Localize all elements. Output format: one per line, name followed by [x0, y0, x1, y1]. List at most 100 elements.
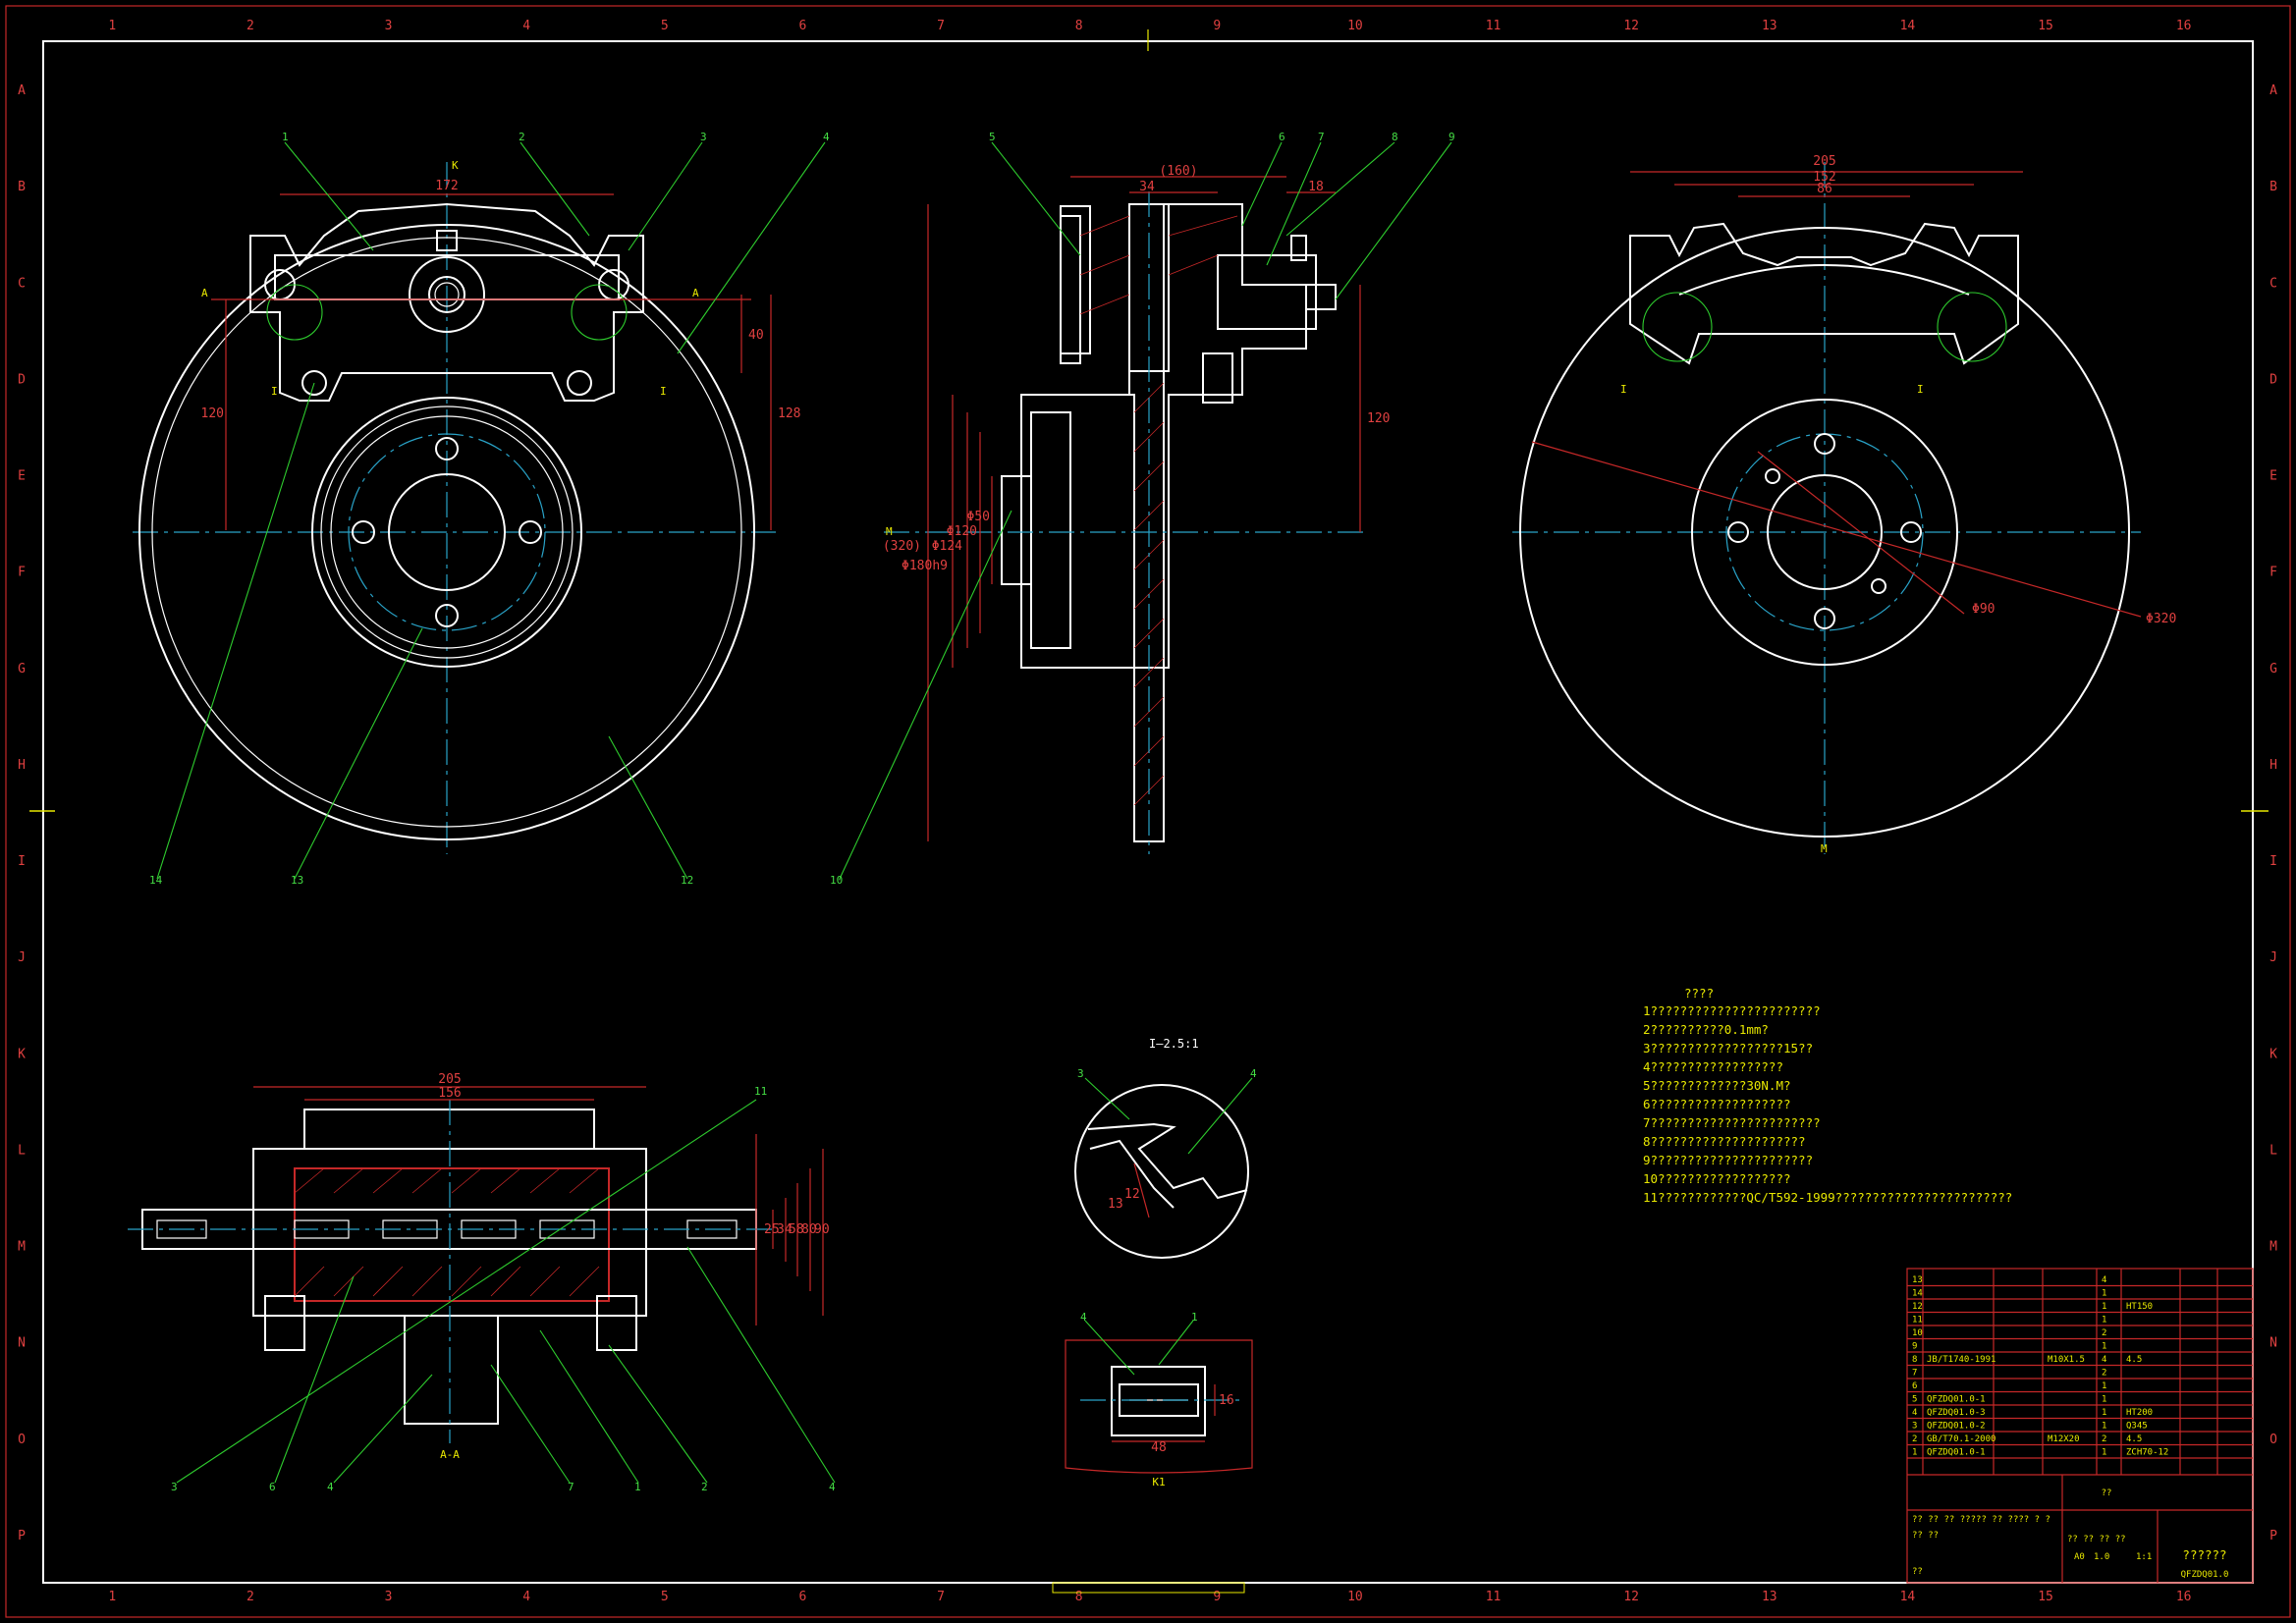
border-row-left-N: N — [18, 1336, 26, 1351]
border-row-right-H: H — [2269, 758, 2277, 773]
side-balloon-9: 9 — [1449, 131, 1455, 143]
bom-row-3-cell-5: Q345 — [2126, 1422, 2148, 1432]
border-row-right-F: F — [2269, 566, 2277, 580]
front-balloon-13: 13 — [291, 874, 303, 887]
title-block-row-2: ?? ?? — [1912, 1531, 1939, 1541]
tech-note-10: 10?????????????????? — [1643, 1171, 1791, 1186]
border-column-labels: 1122334455667788991010111112121313141415… — [108, 19, 2191, 1604]
border-col-bottom-6: 6 — [799, 1590, 807, 1604]
detail-k-dim-16: 16 — [1219, 1393, 1234, 1408]
side-dim-phi50: Φ50 — [967, 510, 990, 524]
border-col-top-10: 10 — [1347, 19, 1363, 33]
side-dim-18: 18 — [1308, 180, 1324, 194]
outer-frame — [5, 5, 2291, 1618]
detail-i-view — [1074, 1077, 1253, 1259]
detail-k-balloon-4: 4 — [1080, 1311, 1087, 1324]
side-balloon-6: 6 — [1279, 131, 1285, 143]
bom-row-12-cell-5: HT150 — [2126, 1302, 2153, 1312]
drawing-title: ?????? — [2182, 1547, 2226, 1562]
title-block-row-3: ?? ?? ?? ?? — [2067, 1535, 2126, 1544]
bom-row-4-cell-1: QFZDQ01.0-3 — [1927, 1408, 1986, 1418]
border-row-right-M: M — [2269, 1240, 2277, 1255]
bom-row-8-cell-1: JB/T1740-1991 — [1927, 1355, 1995, 1365]
section-dim-34: 34 — [777, 1222, 793, 1237]
title-block — [1906, 1268, 2254, 1584]
section-dim-80: 80 — [801, 1222, 817, 1237]
border-row-right-E: E — [2269, 469, 2277, 484]
border-row-left-H: H — [18, 758, 26, 773]
border-col-top-8: 8 — [1075, 19, 1083, 33]
border-col-top-2: 2 — [246, 19, 254, 33]
side-dim-34: 34 — [1139, 180, 1155, 194]
bom-row-2-cell-5: 4.5 — [2126, 1434, 2142, 1444]
border-col-bottom-13: 13 — [1762, 1590, 1777, 1604]
border-row-left-D: D — [18, 372, 26, 387]
border-row-right-K: K — [2269, 1047, 2277, 1061]
section-balloon-4a: 4 — [327, 1481, 334, 1493]
border-col-top-7: 7 — [937, 19, 945, 33]
rear-mark-i-right: I — [1917, 383, 1924, 396]
border-col-bottom-11: 11 — [1486, 1590, 1502, 1604]
section-a-a-view — [128, 1086, 836, 1484]
bom-row-1-cell-0: 1 — [1912, 1448, 1917, 1458]
border-row-left-L: L — [18, 1143, 26, 1158]
bom-row-1-cell-4: 1 — [2102, 1448, 2106, 1458]
bom-row-14-cell-4: 1 — [2102, 1289, 2106, 1299]
bom-row-2-cell-3: M12X20 — [2048, 1434, 2080, 1444]
border-row-right-I: I — [2269, 854, 2277, 869]
bom-row-10-cell-4: 2 — [2102, 1328, 2106, 1338]
border-col-bottom-10: 10 — [1347, 1590, 1363, 1604]
section-balloon-6: 6 — [269, 1481, 276, 1493]
bom-row-11-cell-0: 11 — [1912, 1316, 1923, 1325]
tech-notes-title: ???? — [1684, 986, 1714, 1001]
bom-row-3-cell-1: QFZDQ01.0-2 — [1927, 1422, 1986, 1432]
border-row-right-D: D — [2269, 372, 2277, 387]
border-row-right-L: L — [2269, 1143, 2277, 1158]
border-row-left-E: E — [18, 469, 26, 484]
border-row-left-O: O — [18, 1433, 26, 1447]
tech-note-2: 2??????????0.1mm? — [1643, 1022, 1769, 1037]
section-balloon-4b: 4 — [829, 1481, 836, 1493]
tech-note-3: 3??????????????????15?? — [1643, 1041, 1813, 1055]
bom-row-7-cell-0: 7 — [1912, 1369, 1917, 1379]
title-block-approve: ?? — [2102, 1488, 2112, 1498]
detail-i-balloon-3: 3 — [1077, 1067, 1084, 1080]
bom-row-13-cell-4: 4 — [2102, 1275, 2106, 1285]
border-col-bottom-12: 12 — [1623, 1590, 1639, 1604]
rear-dim-phi90: Φ90 — [1972, 602, 1995, 617]
border-row-right-J: J — [2269, 950, 2277, 965]
front-dim-128: 128 — [778, 406, 800, 421]
bom-row-14-cell-0: 14 — [1912, 1289, 1923, 1299]
front-balloon-14: 14 — [149, 874, 163, 887]
border-col-top-5: 5 — [661, 19, 669, 33]
border-col-bottom-9: 9 — [1213, 1590, 1221, 1604]
rear-view — [1512, 162, 2142, 854]
border-row-left-I: I — [18, 854, 26, 869]
bom-row-2-cell-0: 2 — [1912, 1434, 1917, 1444]
border-col-top-13: 13 — [1762, 19, 1777, 33]
tech-note-4: 4?????????????????? — [1643, 1059, 1783, 1074]
front-dim-40: 40 — [748, 328, 764, 343]
bom-row-9-cell-0: 9 — [1912, 1342, 1917, 1352]
tech-note-7: 7??????????????????????? — [1643, 1115, 1821, 1130]
border-col-top-6: 6 — [799, 19, 807, 33]
side-dim-phi120: Φ120 — [947, 524, 977, 539]
border-col-bottom-16: 16 — [2176, 1590, 2192, 1604]
border-row-left-J: J — [18, 950, 26, 965]
bom-row-3-cell-4: 1 — [2102, 1422, 2106, 1432]
side-balloon-7: 7 — [1318, 131, 1325, 143]
section-dim-58: 58 — [789, 1222, 804, 1237]
section-balloon-11: 11 — [754, 1085, 767, 1098]
bom-row-1-cell-5: ZCH70-12 — [2126, 1448, 2168, 1458]
section-label-a-a: A-A — [440, 1448, 460, 1461]
bom-row-11-cell-4: 1 — [2102, 1316, 2106, 1325]
border-col-bottom-14: 14 — [1900, 1590, 1916, 1604]
border-row-right-C: C — [2269, 276, 2277, 291]
tech-notes-list: 1??????????????????????? 2??????????0.1m… — [1643, 1003, 2012, 1205]
bom-row-4-cell-0: 4 — [1912, 1408, 1917, 1418]
border-col-top-1: 1 — [108, 19, 116, 33]
tech-note-6: 6??????????????????? — [1643, 1097, 1791, 1111]
front-balloon-3: 3 — [700, 131, 707, 143]
